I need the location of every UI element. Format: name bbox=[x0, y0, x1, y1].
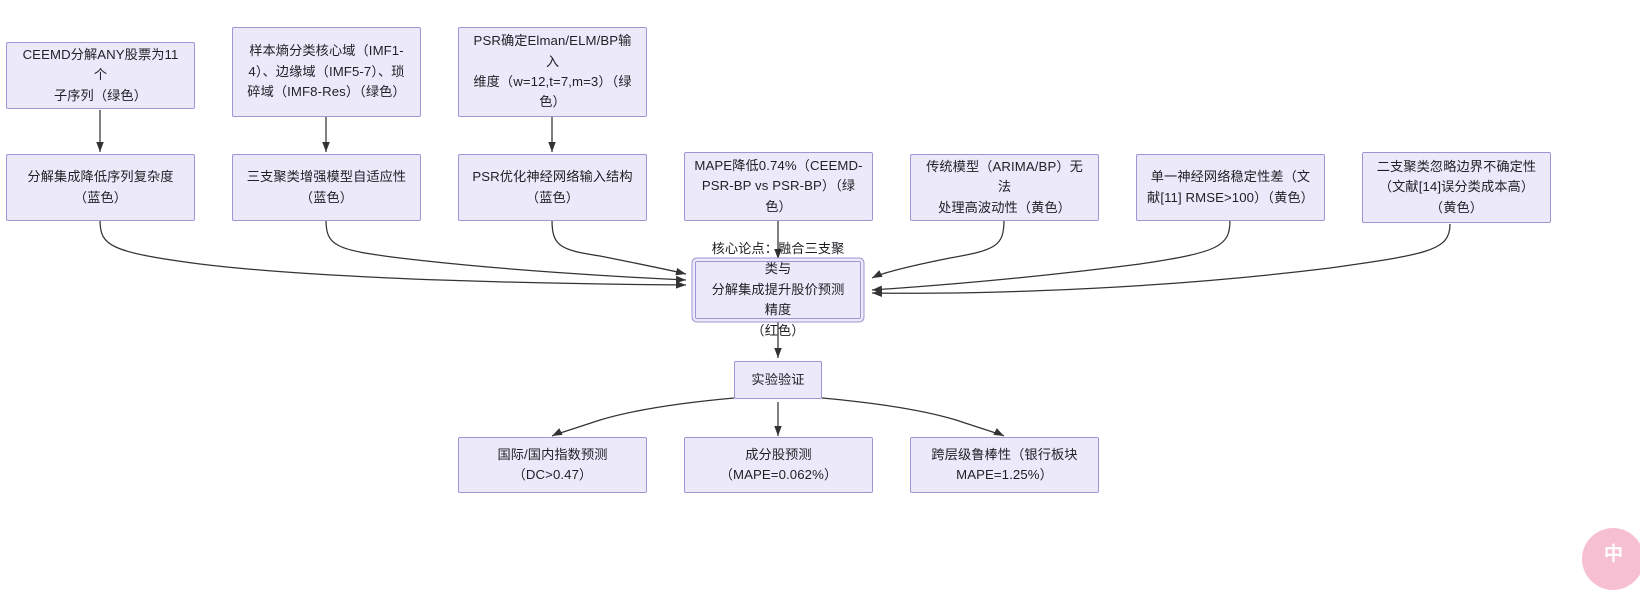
node-core-thesis-label: 核心论点：融合三支聚类与 分解集成提升股价预测精度 （红色） bbox=[711, 240, 845, 338]
node-gap-single-nn[interactable]: 单一神经网络稳定性差（文 献[11] RMSE>100）（黄色） bbox=[1136, 154, 1325, 221]
edge-experiment-to-index bbox=[551, 397, 735, 437]
node-gap-two-way-label: 二支聚类忽略边界不确定性 （文献[14]误分类成本高） （黄色） bbox=[1376, 158, 1537, 215]
node-result-index-label: 国际/国内指数预测 （DC>0.47） bbox=[497, 446, 608, 482]
node-evidence-mape[interactable]: MAPE降低0.74%（CEEMD- PSR-BP vs PSR-BP）（绿 色… bbox=[684, 152, 873, 221]
edge-twoway-to-core bbox=[871, 223, 1451, 297]
node-gap-traditional[interactable]: 传统模型（ARIMA/BP）无法 处理高波动性（黄色） bbox=[910, 154, 1099, 221]
node-gap-two-way[interactable]: 二支聚类忽略边界不确定性 （文献[14]误分类成本高） （黄色） bbox=[1362, 152, 1551, 223]
node-method-ceemd[interactable]: CEEMD分解ANY股票为11个 子序列（绿色） bbox=[6, 42, 195, 109]
edge-traditional-to-core bbox=[871, 219, 1005, 279]
node-claim-three-way[interactable]: 三支聚类增强模型自适应性 （蓝色） bbox=[232, 154, 421, 221]
watermark-character: 中 bbox=[1603, 544, 1623, 565]
watermark-badge: 中 bbox=[1582, 528, 1640, 590]
node-gap-traditional-label: 传统模型（ARIMA/BP）无法 处理高波动性（黄色） bbox=[926, 158, 1083, 215]
edge-threeway-to-core bbox=[325, 219, 687, 284]
node-experiment[interactable]: 实验验证 bbox=[734, 361, 822, 399]
node-core-thesis[interactable]: 核心论点：融合三支聚类与 分解集成提升股价预测精度 （红色） bbox=[695, 241, 861, 338]
node-result-robust[interactable]: 跨层级鲁棒性（银行板块 MAPE=1.25%） bbox=[910, 437, 1099, 493]
node-claim-decomp-label: 分解集成降低序列复杂度 （蓝色） bbox=[27, 169, 174, 205]
node-result-stock[interactable]: 成分股预测 （MAPE=0.062%） bbox=[684, 437, 873, 493]
node-claim-psr[interactable]: PSR优化神经网络输入结构 （蓝色） bbox=[458, 154, 647, 221]
edge-psropt-to-core bbox=[551, 219, 687, 276]
node-experiment-label: 实验验证 bbox=[751, 371, 805, 387]
node-result-index[interactable]: 国际/国内指数预测 （DC>0.47） bbox=[458, 437, 647, 493]
node-claim-three-way-label: 三支聚类增强模型自适应性 （蓝色） bbox=[246, 169, 407, 205]
node-result-stock-label: 成分股预测 （MAPE=0.062%） bbox=[719, 446, 838, 482]
edge-decomp-to-core bbox=[99, 219, 687, 289]
node-method-psr[interactable]: PSR确定Elman/ELM/BP输入 维度（w=12,t=7,m=3）（绿 色… bbox=[458, 27, 647, 117]
edge-experiment-to-robust bbox=[821, 397, 1005, 437]
flowchart-canvas: CEEMD分解ANY股票为11个 子序列（绿色） 样本熵分类核心域（IMF1- … bbox=[6, 27, 1640, 590]
node-result-robust-label: 跨层级鲁棒性（银行板块 MAPE=1.25%） bbox=[931, 446, 1078, 482]
node-claim-psr-label: PSR优化神经网络输入结构 （蓝色） bbox=[472, 169, 633, 205]
node-gap-single-nn-label: 单一神经网络稳定性差（文 献[11] RMSE>100）（黄色） bbox=[1147, 169, 1314, 205]
node-claim-decomp[interactable]: 分解集成降低序列复杂度 （蓝色） bbox=[6, 154, 195, 221]
node-method-ceemd-label: CEEMD分解ANY股票为11个 子序列（绿色） bbox=[22, 46, 179, 103]
node-method-entropy-label: 样本熵分类核心域（IMF1- 4）、边缘域（IMF5-7）、琐 碎域（IMF8-… bbox=[247, 43, 406, 100]
node-method-psr-label: PSR确定Elman/ELM/BP输入 维度（w=12,t=7,m=3）（绿 色… bbox=[473, 33, 632, 110]
node-method-entropy[interactable]: 样本熵分类核心域（IMF1- 4）、边缘域（IMF5-7）、琐 碎域（IMF8-… bbox=[232, 27, 421, 117]
edge-singlenn-to-core bbox=[871, 219, 1231, 294]
node-evidence-mape-label: MAPE降低0.74%（CEEMD- PSR-BP vs PSR-BP）（绿 色… bbox=[694, 157, 863, 214]
